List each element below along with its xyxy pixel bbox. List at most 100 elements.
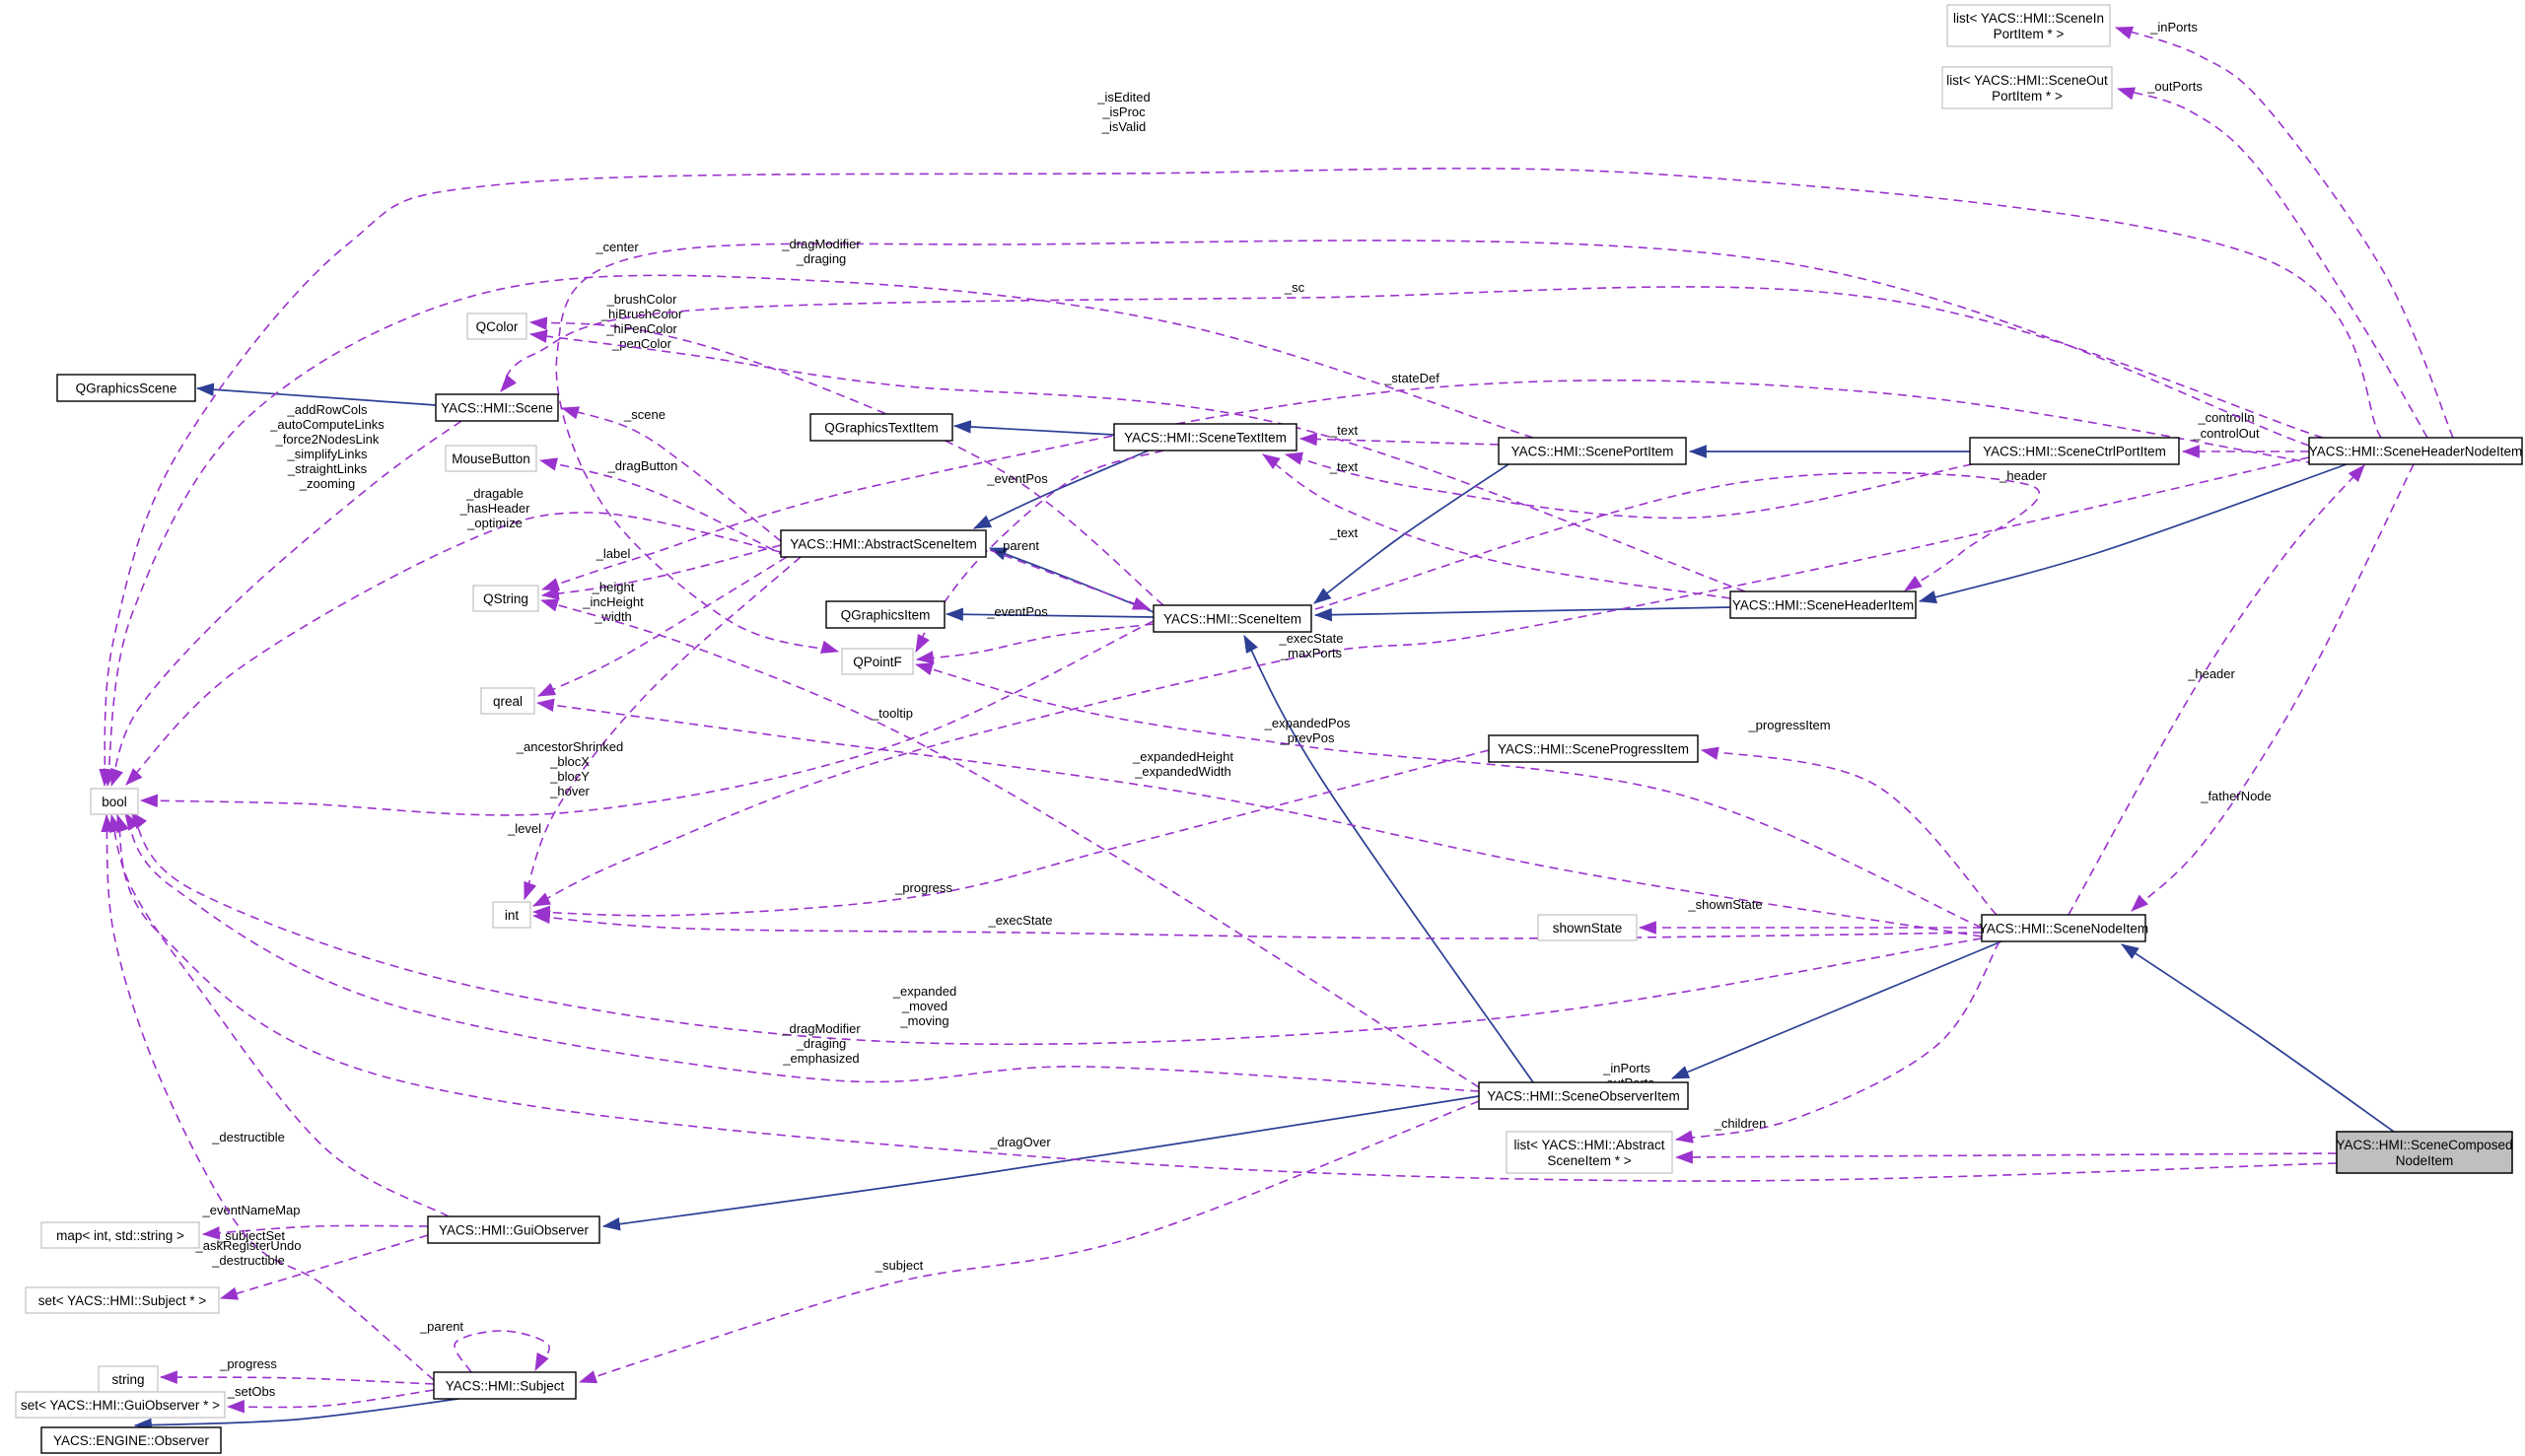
edge-inh-subject-observer [133, 1398, 459, 1432]
edge-label-assoc-fathernode-0: _fatherNode [2200, 789, 2272, 803]
edge-label-assoc-control-1: _controlOut [2192, 426, 2260, 441]
edge-assoc-ancestorshrinked: _ancestorShrinked_blocX_blocY_hover [139, 620, 1155, 816]
edge-label-assoc-dragmodifier-top-0: _dragModifier [781, 237, 861, 251]
edge-label-assoc-center-0: _center [595, 240, 639, 254]
edge-inh-scenetextitem-qgraphicstextitem [952, 420, 1115, 436]
class-box-sceneprogressitem[interactable]: YACS::HMI::SceneProgressItem [1488, 734, 1699, 763]
edge-label-assoc-addrowcols-3: _simplifyLinks [287, 447, 368, 461]
class-box-observer[interactable]: YACS::ENGINE::Observer [40, 1426, 222, 1454]
class-box-rect-scenetextitem[interactable] [1113, 423, 1298, 451]
edge-assoc-eventnamemap: _eventNameMap [201, 1203, 429, 1240]
class-box-rect-sceneobserveritem[interactable] [1478, 1081, 1689, 1110]
class-box-rect-qgraphicsscene[interactable] [56, 374, 196, 402]
class-box-rect-qgraphicstextitem[interactable] [809, 413, 953, 442]
edge-assoc-shownstate: _shownState [1638, 897, 1982, 935]
edge-assoc-progressitem: _progressItem [1700, 718, 1998, 916]
class-box-sceneportitem[interactable]: YACS::HMI::ScenePortItem [1498, 437, 1687, 465]
class-box-subject[interactable]: YACS::HMI::Subject [433, 1371, 577, 1400]
class-box-sceneitem[interactable]: YACS::HMI::SceneItem [1153, 604, 1312, 633]
edge-path-assoc-parent-loop [454, 1330, 550, 1373]
edge-path-assoc-children [1674, 1150, 2338, 1164]
class-box-rect-scenectrlportitem[interactable] [1969, 437, 2180, 465]
edge-path-inh-sceneitem-abstractsceneitem [988, 547, 1155, 613]
class-box-rect-sceneheadernodeitem[interactable] [2308, 437, 2523, 465]
edge-assoc-dragover: _dragOver [116, 813, 2338, 1182]
edge-path-assoc-execstate [531, 910, 1983, 939]
edge-label-assoc-children-0: _children [1714, 1116, 1767, 1131]
class-box-rect-sceneheaderitem[interactable] [1729, 590, 1917, 619]
edge-path-assoc-sc [500, 286, 2324, 439]
edge-path-assoc-execstate-maxports [531, 456, 2310, 907]
class-box-qgraphicstextitem[interactable]: QGraphicsTextItem [809, 413, 953, 442]
class-box-rect-scenecomposednodeitem[interactable] [2336, 1131, 2513, 1174]
class-box-rect-guiobserver[interactable] [427, 1215, 600, 1244]
edge-label-assoc-destructible-0: _destructible [211, 1130, 285, 1144]
edge-inh-scenenodeitem-sceneobserveritem [1670, 940, 2002, 1079]
edge-assoc-isedited: _isEdited_isProc_isValid [99, 90, 2382, 788]
class-box-rect-observer[interactable] [40, 1426, 222, 1454]
edge-path-inh-scene-qgraphicsscene [195, 382, 437, 406]
edge-inh-sceneheaderitem-sceneitem [1313, 606, 1731, 622]
class-box-int: int [492, 901, 531, 929]
edge-path-inh-sceneportitem-sceneitem [1313, 463, 1509, 604]
class-box-rect-int [492, 901, 531, 929]
edge-label-assoc-progressitem-0: _progressItem [1747, 718, 1830, 732]
edge-label-assoc-tooltip-0: _tooltip [871, 706, 913, 721]
class-box-sceneheadernodeitem[interactable]: YACS::HMI::SceneHeaderNodeItem [2308, 437, 2523, 465]
edge-label-assoc-subject-0: _subject [875, 1258, 924, 1273]
edge-path-assoc-text-2 [1284, 451, 1973, 520]
edge-label-assoc-dragbutton-0: _dragButton [607, 458, 678, 473]
class-box-label-sceneportitem: YACS::HMI::ScenePortItem [1511, 445, 1674, 459]
class-box-rect-sceneitem[interactable] [1153, 604, 1312, 633]
class-box-scenetextitem[interactable]: YACS::HMI::SceneTextItem [1113, 423, 1298, 451]
class-box-rect-bool [90, 788, 139, 815]
class-box-rect-scenenodeitem[interactable] [1981, 914, 2146, 942]
edge-path-assoc-addrowcols [110, 420, 462, 788]
edge-label-assoc-sc-0: _sc [1284, 280, 1305, 295]
class-box-label-mousebutton: MouseButton [452, 451, 530, 466]
class-box-guiobserver[interactable]: YACS::HMI::GuiObserver [427, 1215, 600, 1244]
edge-path-assoc-header-1 [1314, 471, 2040, 610]
class-box-label-bool: bool [102, 795, 127, 809]
edge-path-assoc-parent-1 [989, 549, 1152, 610]
class-box-sceneheaderitem[interactable]: YACS::HMI::SceneHeaderItem [1729, 590, 1917, 619]
class-box-rect-subject[interactable] [433, 1371, 577, 1400]
edge-label-assoc-dragmodifier-bottom-0: _dragModifier [781, 1021, 861, 1036]
edge-path-inh-sceneobserveritem-sceneitem [1243, 635, 1534, 1083]
edge-assoc-expanded: _expanded_moved_moving [130, 811, 1983, 1046]
class-box-label-list_abstract-1: SceneItem * > [1547, 1153, 1631, 1168]
class-box-scenenodeitem[interactable]: YACS::HMI::SceneNodeItem [1979, 914, 2148, 942]
class-box-sceneobserveritem[interactable]: YACS::HMI::SceneObserverItem [1478, 1081, 1689, 1110]
class-box-qgraphicsscene[interactable]: QGraphicsScene [56, 374, 196, 402]
class-box-scenectrlportitem[interactable]: YACS::HMI::SceneCtrlPortItem [1969, 437, 2180, 465]
class-box-rect-list_abstract [1506, 1131, 1673, 1174]
edge-label-assoc-dragover-0: _dragOver [989, 1135, 1051, 1149]
edge-path-assoc-header-2 [2068, 464, 2365, 916]
edge-path-assoc-askregisterundo [101, 813, 435, 1381]
edge-label-assoc-dragable-2: _optimize [466, 516, 523, 530]
class-box-bool: bool [90, 788, 139, 815]
edge-label-assoc-dragmodifier-bottom-2: _emphasized [782, 1051, 859, 1066]
class-box-rect-qgraphicsitem[interactable] [825, 600, 946, 629]
edge-path-assoc-center [555, 240, 2310, 654]
class-box-rect-set_guiobserver [15, 1391, 226, 1419]
edge-path-assoc-eventnamemap [201, 1224, 429, 1240]
class-box-abstractsceneitem[interactable]: YACS::HMI::AbstractSceneItem [780, 529, 987, 558]
edge-label-assoc-isedited-2: _isValid [1101, 119, 1147, 134]
edge-label-assoc-askregisterundo-0: _askRegisterUndo [195, 1238, 302, 1253]
edge-label-assoc-ancestorshrinked-3: _hover [549, 784, 590, 798]
class-box-label-sceneprogressitem: YACS::HMI::SceneProgressItem [1498, 742, 1689, 757]
edge-label-assoc-text-3-0: _text [1329, 525, 1359, 540]
class-box-rect-scene[interactable] [435, 393, 559, 422]
edge-assoc-subjectset: _subjectSet [217, 1228, 429, 1300]
edge-label-assoc-header-2-0: _header [2187, 666, 2235, 681]
class-box-rect-set_subject [25, 1286, 220, 1314]
class-box-scene[interactable]: YACS::HMI::Scene [435, 393, 559, 422]
class-box-rect-sceneprogressitem[interactable] [1488, 734, 1699, 763]
class-box-label-scenenodeitem: YACS::HMI::SceneNodeItem [1979, 922, 2148, 936]
class-box-rect-abstractsceneitem[interactable] [780, 529, 987, 558]
edge-label-assoc-label-0: _label [596, 546, 631, 561]
class-box-qgraphicsitem[interactable]: QGraphicsItem [825, 600, 946, 629]
class-box-rect-sceneportitem[interactable] [1498, 437, 1687, 465]
